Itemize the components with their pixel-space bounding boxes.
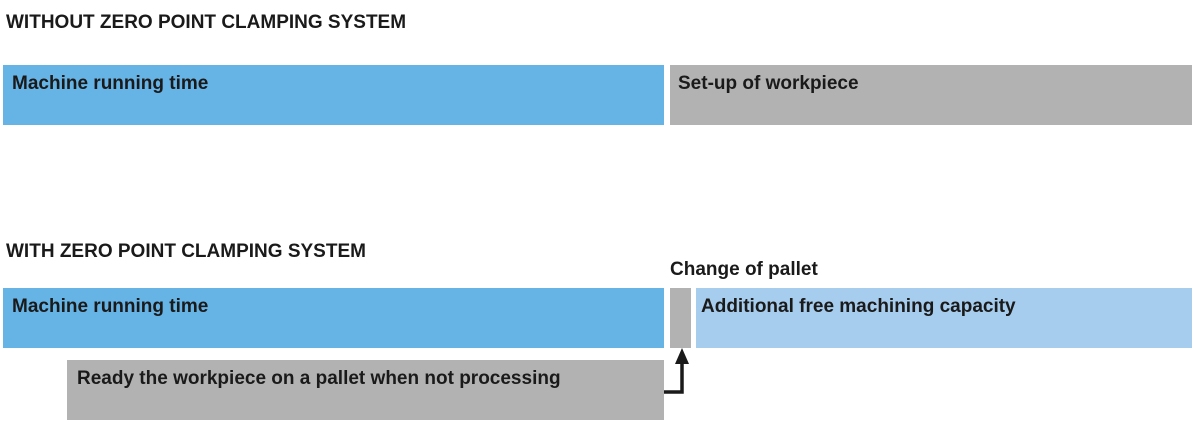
ready-workpiece-label: Ready the workpiece on a pallet when not…: [77, 368, 561, 389]
ready-workpiece-bar: Ready the workpiece on a pallet when not…: [67, 360, 664, 420]
free-capacity-bar: Additional free machining capacity: [696, 288, 1192, 348]
setup-workpiece-label: Set-up of workpiece: [678, 73, 859, 94]
machine-running-bar-without: Machine running time: [3, 65, 664, 125]
setup-workpiece-bar: Set-up of workpiece: [670, 65, 1192, 125]
machine-running-bar-with: Machine running time: [3, 288, 664, 348]
machine-running-label: Machine running time: [12, 73, 209, 94]
change-of-pallet-label: Change of pallet: [670, 259, 818, 280]
heading-with: WITH ZERO POINT CLAMPING SYSTEM: [6, 241, 366, 262]
free-capacity-label: Additional free machining capacity: [701, 296, 1016, 317]
machine-running-label: Machine running time: [12, 296, 209, 317]
change-of-pallet-bar: [670, 288, 691, 348]
heading-without: WITHOUT ZERO POINT CLAMPING SYSTEM: [6, 12, 407, 33]
